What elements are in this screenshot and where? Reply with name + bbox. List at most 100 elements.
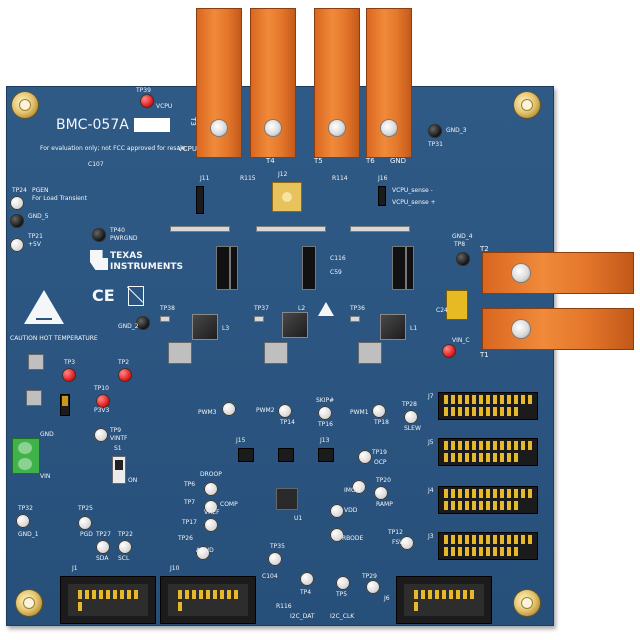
- mounting-hole-top-right: [514, 92, 540, 118]
- testpoint-gnd2: [136, 316, 150, 330]
- terminal-screw: [18, 458, 32, 470]
- testpoint-tp4: [300, 572, 314, 586]
- agnd-label: AGND: [196, 547, 214, 554]
- pin: [472, 501, 476, 510]
- tp37-label: TP37: [254, 305, 269, 312]
- pin: [528, 489, 532, 498]
- connector-j4[interactable]: [438, 486, 538, 514]
- pin: [99, 590, 103, 599]
- pin: [220, 590, 224, 599]
- pin: [514, 441, 518, 450]
- pin: [472, 453, 476, 462]
- pin: [127, 590, 131, 599]
- lug-label-t2: T2: [480, 245, 489, 253]
- testpoint-tp24: [10, 196, 24, 210]
- pin: [493, 407, 497, 416]
- pin: [465, 535, 469, 544]
- testpoint-tp21: [10, 238, 24, 252]
- skip-label: SKIP#: [316, 397, 335, 404]
- tp28-label: TP28: [402, 401, 417, 408]
- pin: [514, 395, 518, 404]
- pin: [465, 489, 469, 498]
- tp36-label: TP36: [350, 305, 365, 312]
- lug-label-t4: T4: [266, 157, 275, 165]
- connector-j3[interactable]: [438, 532, 538, 560]
- tp7-label: TP7: [184, 499, 196, 506]
- capacitor-bank-left-b: [230, 246, 238, 290]
- connector-j6[interactable]: [396, 576, 492, 624]
- connector-j14: [278, 448, 294, 462]
- regulator-ic: [28, 354, 44, 370]
- pin: [521, 535, 525, 544]
- connector-j16: [378, 186, 386, 206]
- tp6-label: TP6: [184, 481, 196, 488]
- pin: [507, 547, 511, 556]
- pin: [458, 407, 462, 416]
- pin: [479, 407, 483, 416]
- pin: [500, 407, 504, 416]
- c24-label: C24: [436, 307, 448, 314]
- droop-label: DROOP: [200, 471, 222, 478]
- connector-j7[interactable]: [438, 392, 538, 420]
- tp9-label: TP9: [110, 427, 122, 434]
- lug-hole: [211, 120, 227, 136]
- load-transient-label: For Load Transient: [32, 195, 87, 202]
- j1-pins: [78, 590, 142, 611]
- lug-hole: [512, 320, 530, 338]
- pin: [444, 547, 448, 556]
- inductor-l1: [380, 314, 406, 340]
- ocp-label: OCP: [374, 459, 387, 466]
- pin: [486, 501, 490, 510]
- pin: [472, 395, 476, 404]
- pin: [493, 547, 497, 556]
- pin: [227, 590, 231, 599]
- pin: [500, 395, 504, 404]
- p3v3-label: P3V3: [94, 407, 110, 414]
- lug-hole: [381, 120, 397, 136]
- pin: [500, 453, 504, 462]
- gnd4-label: GND_4: [452, 233, 473, 240]
- pin: [442, 590, 446, 599]
- pin: [493, 535, 497, 544]
- connector-j5[interactable]: [438, 438, 538, 466]
- l3-label: L3: [222, 325, 230, 332]
- pgd-label: PGD: [80, 531, 93, 538]
- pin: [486, 489, 490, 498]
- switch-s1[interactable]: [112, 456, 126, 484]
- pin: [479, 501, 483, 510]
- tp2-label: TP2: [118, 359, 130, 366]
- tp14-label: TP14: [280, 419, 295, 426]
- pin: [414, 590, 418, 599]
- pin: [507, 501, 511, 510]
- rbode-label: RBODE: [342, 535, 364, 542]
- j8-shunt: [62, 396, 68, 406]
- testpoint-tp35: [268, 552, 282, 566]
- j6-label: J6: [384, 595, 390, 602]
- disclaimer-text: For evaluation only; not FCC approved fo…: [40, 145, 188, 152]
- tp25-label: TP25: [78, 505, 93, 512]
- pin: [458, 501, 462, 510]
- ce-mark: CE: [92, 286, 115, 305]
- pin: [493, 395, 497, 404]
- pin: [493, 501, 497, 510]
- j16-label: J16: [378, 175, 388, 182]
- testpoint-tp40: [92, 228, 106, 242]
- sda-label: SDA: [96, 555, 109, 562]
- lug-label-t3: T3: [188, 117, 197, 126]
- terminal-screw: [18, 442, 32, 454]
- pwrgnd-label: PWRGND: [110, 235, 138, 242]
- lug-label-vcpu: VCPU: [178, 145, 198, 153]
- vdd-label: VDD: [344, 507, 358, 514]
- pin: [528, 535, 532, 544]
- connector-j1[interactable]: [60, 576, 156, 624]
- ramp-label: RAMP: [376, 501, 393, 508]
- pin: [458, 489, 462, 498]
- testpoint-tp26: [196, 546, 210, 560]
- connector-j10[interactable]: [160, 576, 256, 624]
- mounting-hole-top-left: [12, 92, 38, 118]
- pin: [451, 453, 455, 462]
- c104-label: C104: [262, 573, 278, 580]
- tp29-label: TP29: [362, 573, 377, 580]
- pin: [479, 489, 483, 498]
- j5-pins: [444, 441, 534, 462]
